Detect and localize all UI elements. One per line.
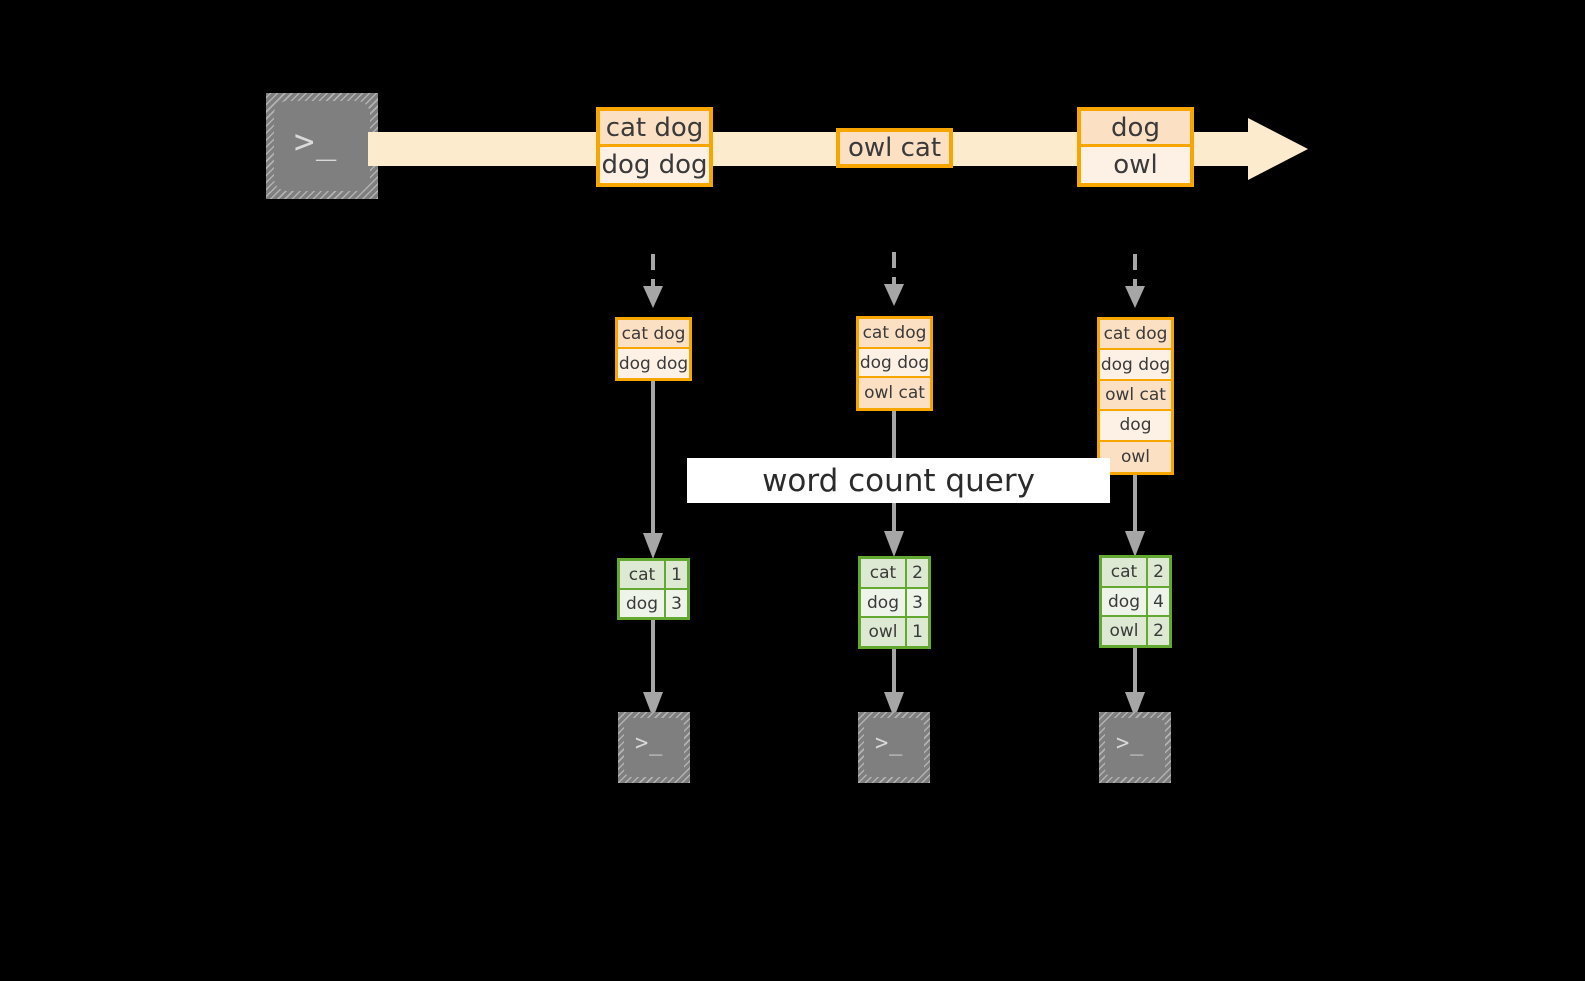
stream-state-line: owl <box>1100 441 1171 472</box>
result-count: 3 <box>666 590 687 617</box>
snapshot-3-result-table: cat 2 dog 4 owl 2 <box>1099 555 1172 648</box>
source-terminal-icon: >_ <box>266 93 378 199</box>
stream-record-1: cat dog dog dog <box>596 107 713 187</box>
result-count: 1 <box>907 618 928 647</box>
snapshot-2-stream-state: cat dog dog dog owl cat <box>856 316 933 411</box>
result-word: dog <box>861 588 907 619</box>
stream-state-line: cat dog <box>859 319 930 349</box>
result-word: cat <box>861 559 907 589</box>
result-word: owl <box>861 618 907 647</box>
table-row: cat 2 <box>861 559 928 589</box>
stream-state-line: dog <box>1100 411 1171 442</box>
stream-record-line: owl <box>1081 147 1190 183</box>
terminal-prompt-glyph: >_ <box>635 731 664 756</box>
result-count: 3 <box>907 588 928 619</box>
snapshot-3-sink-terminal-icon: >_ <box>1099 712 1171 783</box>
result-word: cat <box>620 561 666 590</box>
snapshot-3-query-arrow-icon <box>1123 475 1147 559</box>
result-count: 2 <box>907 559 928 589</box>
stream-record-line: dog <box>1081 111 1190 147</box>
table-row: cat 1 <box>620 561 687 590</box>
result-word: owl <box>1102 617 1148 646</box>
result-count: 4 <box>1148 587 1169 618</box>
stream-record-3: dog owl <box>1077 107 1194 187</box>
page-title: word count query <box>762 462 1035 499</box>
stream-state-line: dog dog <box>1100 350 1171 381</box>
result-word: cat <box>1102 558 1148 588</box>
result-count: 2 <box>1148 558 1169 588</box>
table-row: dog 3 <box>861 588 928 619</box>
snapshot-3-sink-arrow-icon <box>1123 648 1147 720</box>
query-label-band: word count query <box>687 458 1110 503</box>
table-row: cat 2 <box>1102 558 1169 588</box>
snapshot-3-stream-state: cat dog dog dog owl cat dog owl <box>1097 317 1174 475</box>
terminal-body <box>274 101 370 191</box>
terminal-prompt-glyph: >_ <box>875 731 904 756</box>
terminal-body <box>864 718 924 777</box>
stream-state-line: cat dog <box>1100 320 1171 351</box>
stream-state-line: owl cat <box>859 378 930 408</box>
terminal-prompt-glyph: >_ <box>294 122 338 162</box>
snapshot-2-sink-terminal-icon: >_ <box>858 712 930 783</box>
snapshot-1-stream-state: cat dog dog dog <box>615 317 692 381</box>
stream-state-line: dog dog <box>859 348 930 379</box>
stream-record-line: owl cat <box>840 132 949 164</box>
snapshot-2-inbound-arrow-icon <box>881 252 907 308</box>
result-count: 2 <box>1148 617 1169 646</box>
terminal-body <box>624 718 684 777</box>
terminal-prompt-glyph: >_ <box>1116 731 1145 756</box>
stream-record-line: dog dog <box>600 147 709 183</box>
snapshot-1-query-arrow-icon <box>641 381 665 561</box>
snapshot-1-sink-arrow-icon <box>641 620 665 720</box>
terminal-body <box>1105 718 1165 777</box>
table-row: dog 3 <box>620 590 687 617</box>
result-count: 1 <box>666 561 687 590</box>
snapshot-3-inbound-arrow-icon <box>1122 254 1148 310</box>
stream-record-line: cat dog <box>600 111 709 147</box>
snapshot-2-result-table: cat 2 dog 3 owl 1 <box>858 556 931 649</box>
snapshot-2-sink-arrow-icon <box>882 649 906 720</box>
stream-state-line: owl cat <box>1100 380 1171 412</box>
table-row: owl 2 <box>1102 617 1169 646</box>
result-word: dog <box>1102 587 1148 618</box>
stream-state-line: cat dog <box>618 320 689 349</box>
table-row: owl 1 <box>861 618 928 647</box>
snapshot-1-result-table: cat 1 dog 3 <box>617 558 690 620</box>
table-row: dog 4 <box>1102 587 1169 618</box>
stream-record-2: owl cat <box>836 128 953 168</box>
stream-state-line: dog dog <box>618 349 689 378</box>
snapshot-1-inbound-arrow-icon <box>640 254 666 310</box>
result-word: dog <box>620 590 666 617</box>
snapshot-1-sink-terminal-icon: >_ <box>618 712 690 783</box>
